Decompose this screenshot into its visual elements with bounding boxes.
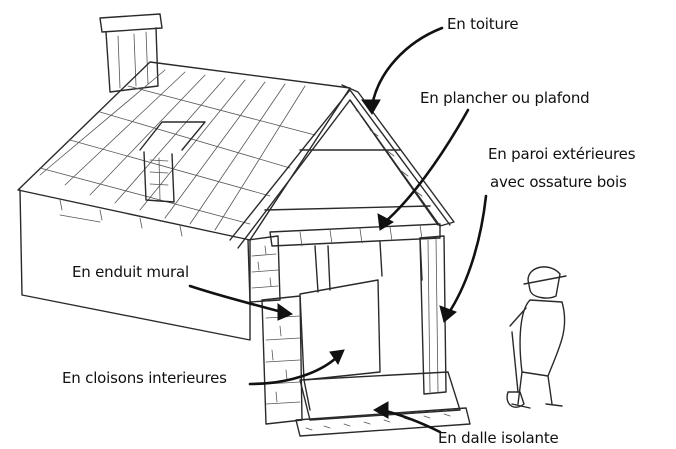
label-enduit-mural: En enduit mural xyxy=(72,263,189,281)
label-plancher-plafond: En plancher ou plafond xyxy=(420,89,590,107)
arrow-enduit xyxy=(188,284,294,321)
interior-partition xyxy=(299,279,381,411)
arrow-cloisons xyxy=(248,349,345,386)
stone-pillar xyxy=(247,235,303,425)
label-cloisons-interieures: En cloisons interieures xyxy=(62,369,227,387)
gable-cutaway xyxy=(229,84,455,249)
floor-slab xyxy=(295,371,471,437)
arrow-plancher xyxy=(377,108,470,231)
arrow-toiture xyxy=(361,26,444,115)
worker-figure xyxy=(506,266,567,409)
label-dalle-isolante: En dalle isolante xyxy=(438,429,559,447)
ceiling-beams xyxy=(269,223,441,293)
exterior-wall xyxy=(419,235,447,395)
arrow-paroi xyxy=(439,194,488,323)
arrow-dalle xyxy=(372,401,442,434)
label-toiture: En toiture xyxy=(447,15,519,33)
label-ossature-bois: avec ossature bois xyxy=(490,173,627,191)
label-paroi-exterieure: En paroi extérieures xyxy=(488,145,636,163)
dormer-window xyxy=(139,121,206,203)
main-roof xyxy=(17,61,351,241)
chimney xyxy=(99,13,163,93)
